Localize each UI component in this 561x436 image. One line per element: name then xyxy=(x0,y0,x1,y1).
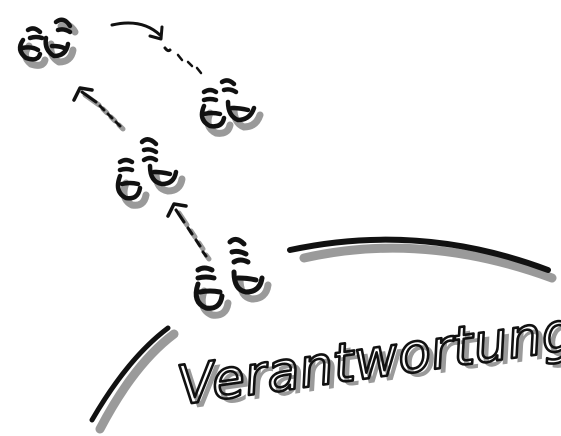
footprints-icon xyxy=(196,239,268,315)
lower-arc-line xyxy=(92,328,174,429)
curved-arrow-icon xyxy=(112,23,162,39)
footprints-icon xyxy=(20,20,75,66)
footprints-icon xyxy=(202,80,260,133)
footprints-icon xyxy=(118,139,182,205)
dotted-arrow-icon xyxy=(165,48,201,73)
dotted-arrow-icon xyxy=(168,204,209,259)
handwritten-word: Verantwortung Verantwortung xyxy=(174,299,561,423)
word-label: Verantwortung xyxy=(174,299,561,417)
upper-arc-line xyxy=(290,240,552,278)
dotted-arrow-icon xyxy=(74,88,123,129)
